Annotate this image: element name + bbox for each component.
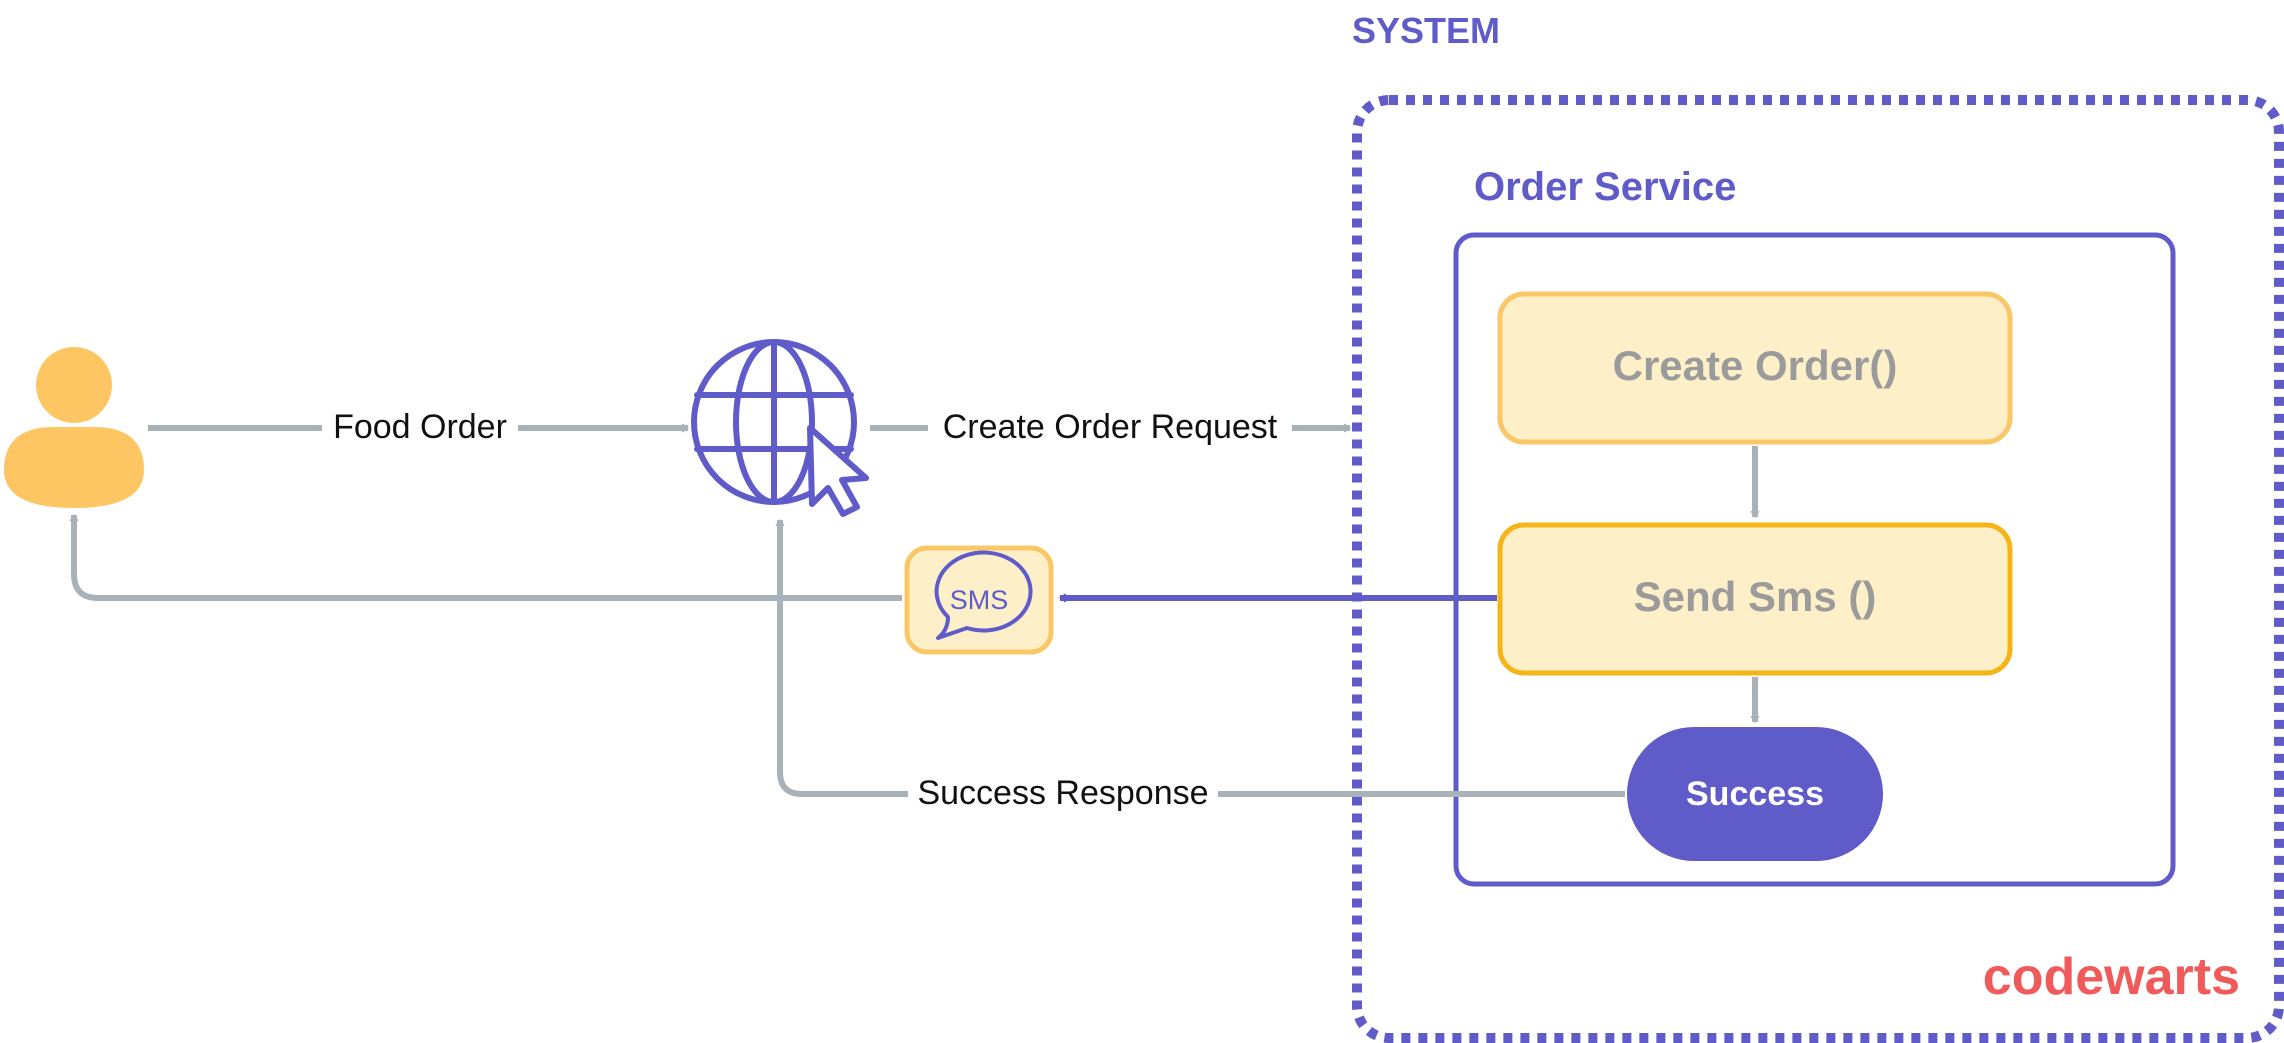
system-boundary	[1352, 95, 2284, 1043]
send-sms-label: Send Sms ()	[1634, 573, 1877, 620]
system-title: SYSTEM	[1352, 10, 1500, 51]
sms-badge-text: SMS	[950, 585, 1009, 615]
create-order-label: Create Order()	[1613, 342, 1898, 389]
success-pill	[1627, 727, 1883, 861]
send-sms-box	[1497, 522, 2013, 676]
service-title: Order Service	[1474, 165, 1736, 209]
codewarts-logo: codewarts	[1983, 948, 2240, 1006]
food-order-label: Food Order	[333, 408, 507, 446]
sms-to-user-arrow	[69, 514, 902, 601]
user-icon	[4, 347, 144, 508]
globe-cursor-icon	[691, 339, 869, 517]
sms-chat-icon	[934, 550, 1033, 640]
create-order-box	[1497, 291, 2013, 445]
order-service-box	[1453, 232, 2176, 887]
success-response-label: Success Response	[917, 774, 1208, 812]
success-label: Success	[1686, 775, 1824, 813]
sms-badge: SMS	[904, 545, 1054, 655]
success-response-arrow	[775, 519, 908, 797]
create-order-request-label: Create Order Request	[943, 408, 1278, 446]
